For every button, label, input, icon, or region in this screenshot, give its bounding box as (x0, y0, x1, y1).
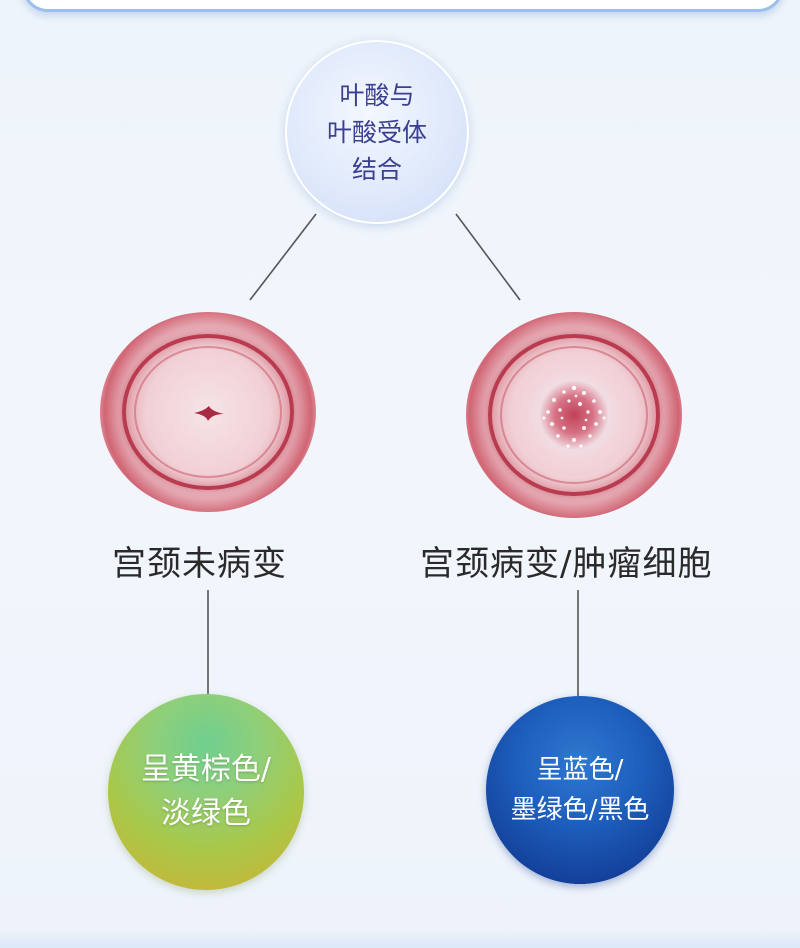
normal-result-label: 呈黄棕色/ 淡绿色 (121, 748, 291, 836)
normal-cervix-caption: 宫颈未病变 (112, 544, 287, 584)
normal-result-line-1: 呈黄棕色/ (140, 752, 272, 787)
lesion-result-node: 呈蓝色/ 墨绿色/黑色 (486, 696, 674, 884)
folate-binding-node: 叶酸与 叶酸受体 结合 (285, 40, 469, 224)
folate-binding-line-2: 叶酸受体 (326, 117, 427, 147)
folate-binding-label: 叶酸与 叶酸受体 结合 (307, 77, 447, 188)
cervix-lesion-icon (466, 312, 682, 518)
lesion-result-line-1: 呈蓝色/ (536, 755, 624, 785)
folate-binding-line-3: 结合 (351, 154, 402, 184)
normal-result-node: 呈黄棕色/ 淡绿色 (108, 694, 304, 890)
cervix-normal-icon (100, 312, 316, 512)
cervix-normal-inner-ring (134, 346, 282, 478)
cervix-lesion-ring (488, 334, 660, 496)
cervix-normal-ring (122, 334, 294, 490)
bottom-edge (0, 930, 800, 948)
lesion-cells-icon (542, 385, 606, 448)
connector-top-left (249, 213, 317, 301)
cervical-os-icon (194, 406, 224, 421)
lesion-cervix-caption: 宫颈病变/肿瘤细胞 (420, 544, 713, 584)
cervix-lesion-inner-ring (500, 346, 648, 484)
lesion-result-label: 呈蓝色/ 墨绿色/黑色 (495, 750, 665, 830)
lesion-result-line-2: 墨绿色/黑色 (510, 795, 650, 825)
folate-binding-line-1: 叶酸与 (339, 80, 415, 110)
connector-top-right (455, 213, 521, 301)
normal-result-line-2: 淡绿色 (161, 796, 251, 831)
